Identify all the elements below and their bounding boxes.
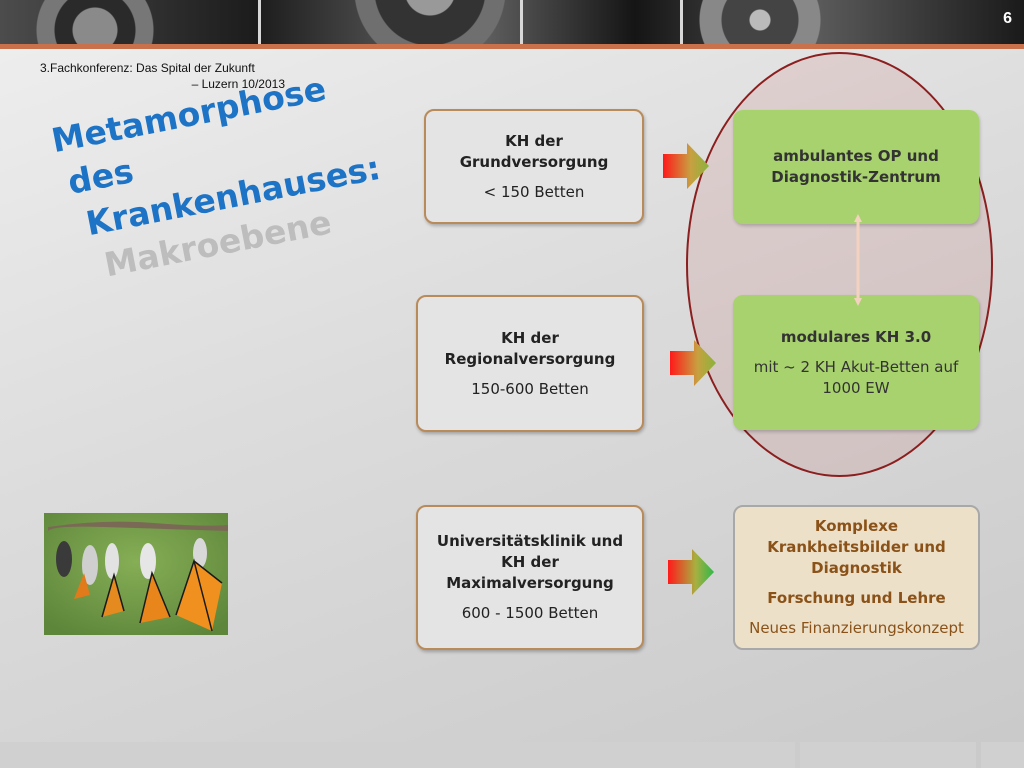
op-diagnostik-box: ambulantes OP und Diagnostik-Zentrum	[733, 110, 979, 224]
banner-divider	[258, 0, 261, 44]
banner-divider	[680, 0, 683, 44]
box-title: Universitätsklinik und KH der Maximalver…	[436, 532, 624, 592]
footer-segment	[0, 742, 795, 768]
conference-line-1: 3.Fachkonferenz: Das Spital der Zukunft	[40, 61, 255, 75]
box-detail: 150-600 Betten	[471, 379, 589, 398]
box-detail: 600 - 1500 Betten	[461, 604, 599, 622]
box-detail: < 150 Betten	[483, 182, 585, 201]
box-detail: Neues Finanzierungskonzept	[749, 619, 964, 637]
page-number: 6	[1003, 10, 1012, 27]
footer-bar	[0, 742, 1024, 768]
header-banner	[0, 0, 1024, 44]
regionalversorgung-box: KH der Regionalversorgung 150-600 Betten	[416, 295, 644, 432]
gradient-arrow-icon	[668, 549, 714, 595]
maximalversorgung-box: Universitätsklinik und KH der Maximalver…	[416, 505, 644, 650]
butterfly-metamorphosis-photo	[44, 513, 228, 635]
double-arrow-icon	[854, 214, 862, 306]
box-title: Komplexe Krankheitsbilder und Diagnostik	[767, 517, 946, 577]
banner-divider	[520, 0, 523, 44]
footer-segment	[981, 742, 1024, 768]
box-title: KH der Grundversorgung	[459, 131, 609, 171]
modulares-kh-box: modulares KH 3.0 mit ~ 2 KH Akut-Betten …	[733, 295, 979, 430]
accent-stripe	[0, 44, 1024, 49]
box-title: KH der Regionalversorgung	[444, 328, 616, 368]
box-subtitle: Forschung und Lehre	[767, 589, 946, 607]
box-title: modulares KH 3.0	[780, 327, 932, 346]
conference-info: 3.Fachkonferenz: Das Spital der Zukunft …	[40, 60, 285, 92]
box-detail: mit ~ 2 KH Akut-Betten auf 1000 EW	[753, 357, 959, 397]
grundversorgung-box: KH der Grundversorgung < 150 Betten	[424, 109, 644, 224]
gradient-arrow-icon	[663, 143, 709, 189]
box-title: ambulantes OP und Diagnostik-Zentrum	[771, 147, 941, 186]
conference-line-2: – Luzern 10/2013	[191, 77, 285, 91]
gradient-arrow-icon	[670, 340, 716, 386]
footer-segment	[800, 742, 976, 768]
komplexe-krankheitsbilder-box: Komplexe Krankheitsbilder und Diagnostik…	[733, 505, 980, 650]
slide-title: Metamorphose des Krankenhauses: Makroebe…	[48, 60, 392, 293]
